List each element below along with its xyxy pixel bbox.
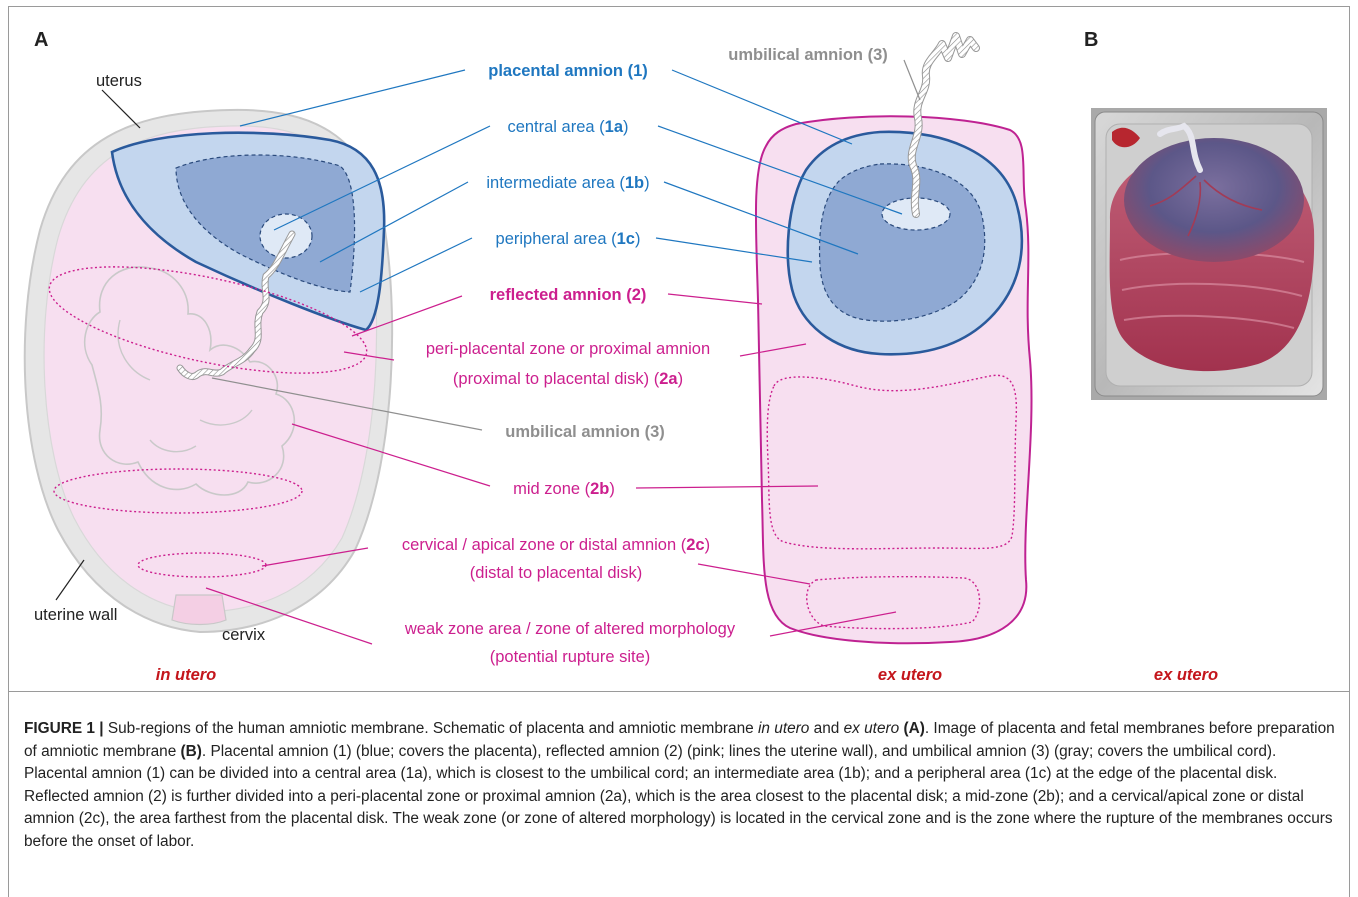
- caption-and: and: [809, 720, 843, 737]
- peri-placental-label-line2: (proximal to placental disk) (2a): [453, 370, 683, 388]
- reflected-amnion-label: reflected amnion (2): [490, 286, 647, 304]
- caption-panel-a: (A): [904, 720, 925, 737]
- umbilical-amnion-label-top: umbilical amnion (3): [728, 46, 888, 64]
- ex-utero-schematic: [756, 36, 1032, 643]
- cervical-zone-label-line1: cervical / apical zone or distal amnion …: [402, 536, 710, 554]
- placenta-photo: [1091, 108, 1327, 400]
- peri-placental-label-line1: peri-placental zone or proximal amnion: [426, 340, 710, 358]
- weak-zone-label-line2: (potential rupture site): [490, 648, 651, 666]
- intermediate-area-ex-utero: [820, 164, 985, 321]
- ex-utero-label-middle: ex utero: [878, 666, 942, 684]
- cervix-shape: [172, 595, 226, 625]
- caption-panel-b: (B): [181, 743, 202, 760]
- central-area-label: central area (1a): [507, 118, 628, 136]
- umbilical-amnion-label: umbilical amnion (3): [505, 423, 665, 441]
- ex-utero-label-right: ex utero: [1154, 666, 1218, 684]
- uterus-label: uterus: [96, 72, 142, 90]
- panel-a-letter: A: [34, 29, 48, 51]
- caption-text-4: . Placental amnion (1) (blue; covers the…: [24, 743, 1333, 850]
- amniotic-membrane-diagram: A B uterus uterine wall cervix placental…: [0, 0, 1358, 697]
- placental-amnion-label: placental amnion (1): [488, 62, 648, 80]
- panel-b-letter: B: [1084, 29, 1098, 51]
- cervix-label: cervix: [222, 626, 266, 644]
- caption-text-1: Sub-regions of the human amniotic membra…: [104, 720, 758, 737]
- caption-in-utero: in utero: [758, 720, 809, 737]
- caption-ex-utero: ex utero: [844, 720, 900, 737]
- mid-zone-label: mid zone (2b): [513, 480, 615, 498]
- uterine-wall-label: uterine wall: [34, 606, 117, 624]
- figure-caption: FIGURE 1 | Sub-regions of the human amni…: [24, 718, 1342, 854]
- in-utero-label: in utero: [156, 666, 217, 684]
- peripheral-area-label: peripheral area (1c): [496, 230, 641, 248]
- intermediate-area-label: intermediate area (1b): [486, 174, 649, 192]
- weak-zone-label-line1: weak zone area / zone of altered morphol…: [404, 620, 736, 638]
- figure-label: FIGURE 1 |: [24, 720, 104, 737]
- cervical-zone-label-line2: (distal to placental disk): [470, 564, 642, 582]
